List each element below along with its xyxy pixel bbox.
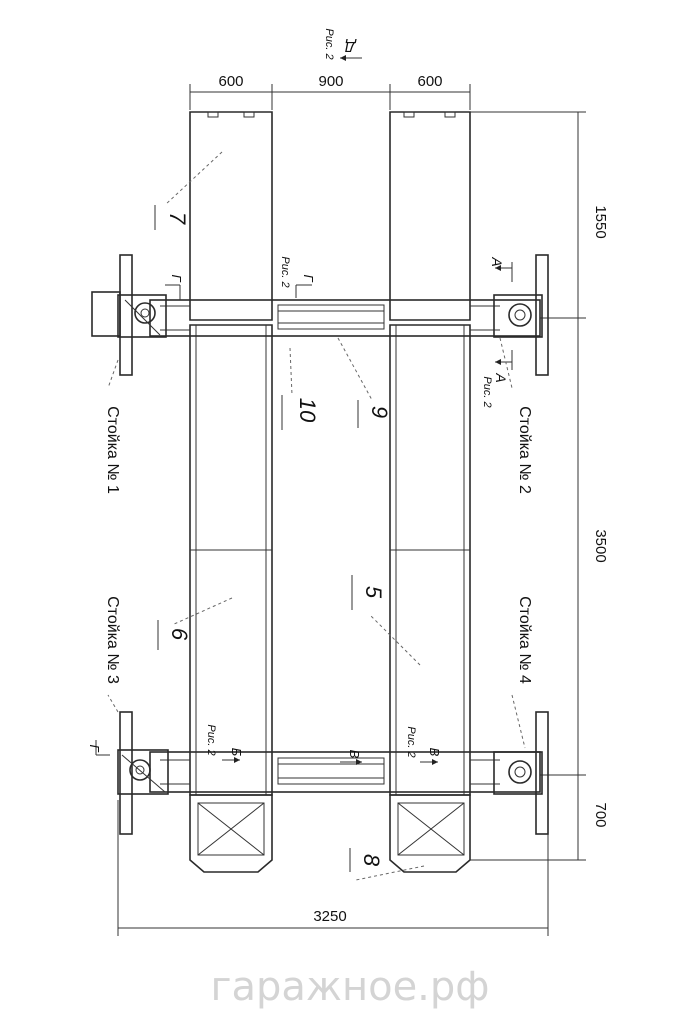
callout-6-group: 6 — [157, 597, 233, 650]
post-2-label: Стойка № 2 — [516, 406, 533, 494]
post-1-symbol — [91, 254, 167, 376]
section-a-bottom-letter: А — [493, 372, 509, 382]
callout-7-group: 7 — [154, 151, 223, 230]
section-b-marker: Б Рис. 2 — [205, 724, 244, 763]
watermark-text: гаражное.рф — [210, 964, 489, 1010]
top-cross-beam — [149, 299, 541, 337]
right-runway — [389, 111, 471, 873]
section-b-letter: Б — [229, 748, 244, 757]
dim-top-center: 900 — [318, 73, 343, 90]
callout-8: 8 — [359, 854, 384, 867]
dim-right-bottom: 700 — [592, 802, 609, 827]
post-2-symbol — [493, 254, 549, 376]
callout-9: 9 — [367, 406, 392, 418]
section-g-marker-bottom: Г — [87, 740, 110, 756]
section-g-top-letter: Г — [301, 274, 316, 282]
post-3-label: Стойка № 3 — [104, 596, 121, 684]
section-v-letter-mid: В — [347, 750, 362, 759]
section-a-marker: А А Рис. 2 — [481, 256, 513, 408]
callout-9-group: 9 — [337, 337, 392, 428]
section-g-bottom-letter: Г — [87, 744, 102, 752]
callout-10: 10 — [295, 398, 320, 423]
section-b-ref: Рис. 2 — [205, 724, 217, 755]
section-g-left-letter: Г — [169, 274, 184, 282]
dim-top-left: 600 — [218, 73, 243, 90]
section-d-letter: Д — [344, 38, 357, 55]
top-dimension-group: 600 900 600 — [189, 73, 471, 110]
dim-bottom-total: 3250 — [313, 908, 346, 925]
post-4-symbol — [493, 711, 549, 835]
post-4-label: Стойка № 4 — [516, 596, 533, 684]
dim-right-top: 1550 — [592, 205, 609, 238]
callout-5: 5 — [361, 586, 386, 599]
bottom-dimension-group: 3250 — [117, 800, 549, 936]
left-runway — [189, 111, 273, 873]
callout-8-group: 8 — [349, 848, 425, 881]
section-d-ref: Рис. 2 — [323, 28, 335, 59]
dim-top-right: 600 — [417, 73, 442, 90]
bottom-cross-beam — [149, 751, 541, 793]
section-a-top-letter: А — [489, 256, 505, 266]
post-1-label: Стойка № 1 — [104, 406, 121, 494]
section-v-marker: В Рис. 2 В — [340, 726, 442, 765]
section-v-letter: В — [427, 748, 442, 757]
section-g-ref: Рис. 2 — [279, 256, 291, 287]
section-d-marker: Д Рис. 2 — [323, 28, 362, 61]
section-g-marker-top: Г Рис. 2 Г — [165, 256, 316, 300]
post-3-symbol — [117, 711, 169, 835]
callout-5-group: 5 — [351, 575, 421, 666]
section-v-ref: Рис. 2 — [405, 726, 417, 757]
section-a-ref: Рис. 2 — [481, 376, 493, 407]
right-dimension-group: 1550 3500 700 — [470, 111, 609, 861]
callout-6: 6 — [167, 628, 192, 641]
callout-7: 7 — [165, 212, 190, 225]
callout-10-group: 10 — [281, 347, 320, 430]
dim-right-middle: 3500 — [592, 529, 609, 562]
